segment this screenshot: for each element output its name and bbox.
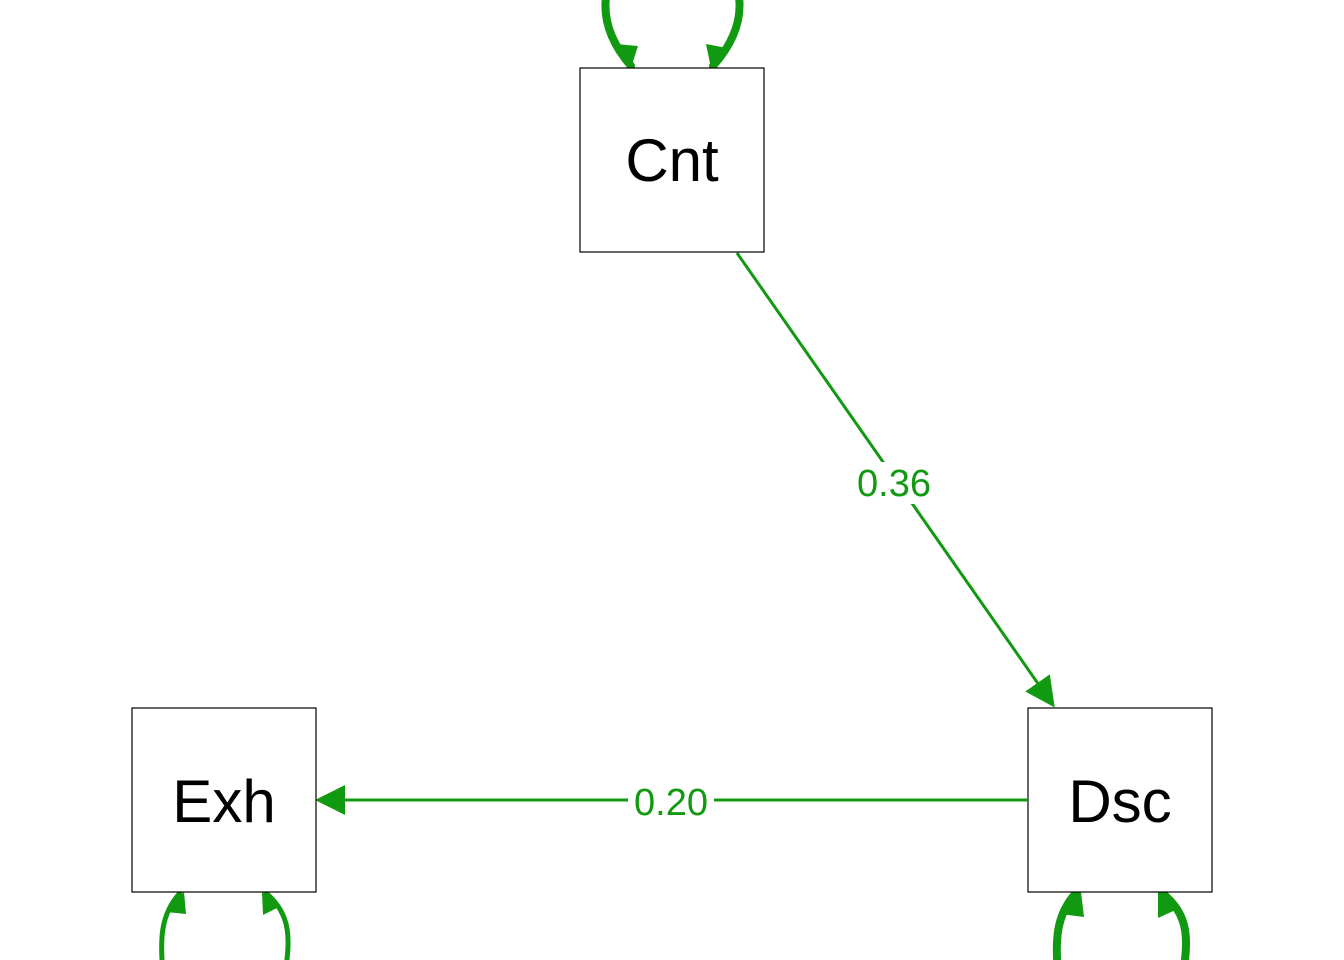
edge-dsc-exh: 0.20: [315, 780, 1027, 824]
node-dsc-label: Dsc: [1068, 768, 1171, 835]
edge-cnt-dsc-label-bg: [852, 462, 936, 504]
residual-loop-exh-arrow-left: [166, 892, 186, 914]
node-cnt-box: [579, 67, 765, 253]
node-cnt-label: Cnt: [625, 127, 719, 194]
node-dsc-box: [1027, 707, 1213, 893]
node-exh-label: Exh: [172, 768, 275, 835]
residual-loop-exh-arrow-right: [262, 892, 281, 915]
residual-loop-dsc: [1052, 889, 1190, 960]
residual-loop-cnt-arrow-left: [616, 44, 638, 68]
residual-loop-exh-path: [159, 890, 291, 960]
edge-dsc-exh-label: 0.20: [634, 782, 708, 824]
residual-loop-dsc-arrow-left: [1060, 892, 1084, 917]
edge-cnt-dsc-label: 0.36: [857, 463, 931, 505]
residual-loop-cnt-path: [601, 0, 744, 70]
residual-loop-dsc-arrow-right: [1158, 892, 1180, 918]
edge-dsc-exh-label-bg: [628, 780, 714, 822]
residual-loop-cnt: [601, 0, 744, 70]
node-exh: Exh: [131, 707, 317, 893]
edge-cnt-dsc: 0.36: [735, 252, 1055, 708]
node-exh-box: [131, 707, 317, 893]
node-dsc: Dsc: [1027, 707, 1213, 893]
residual-loop-exh: [159, 890, 291, 960]
residual-loop-cnt-arrow-right: [706, 44, 727, 68]
node-cnt: Cnt: [579, 67, 765, 253]
residual-loop-dsc-path: [1052, 889, 1190, 960]
